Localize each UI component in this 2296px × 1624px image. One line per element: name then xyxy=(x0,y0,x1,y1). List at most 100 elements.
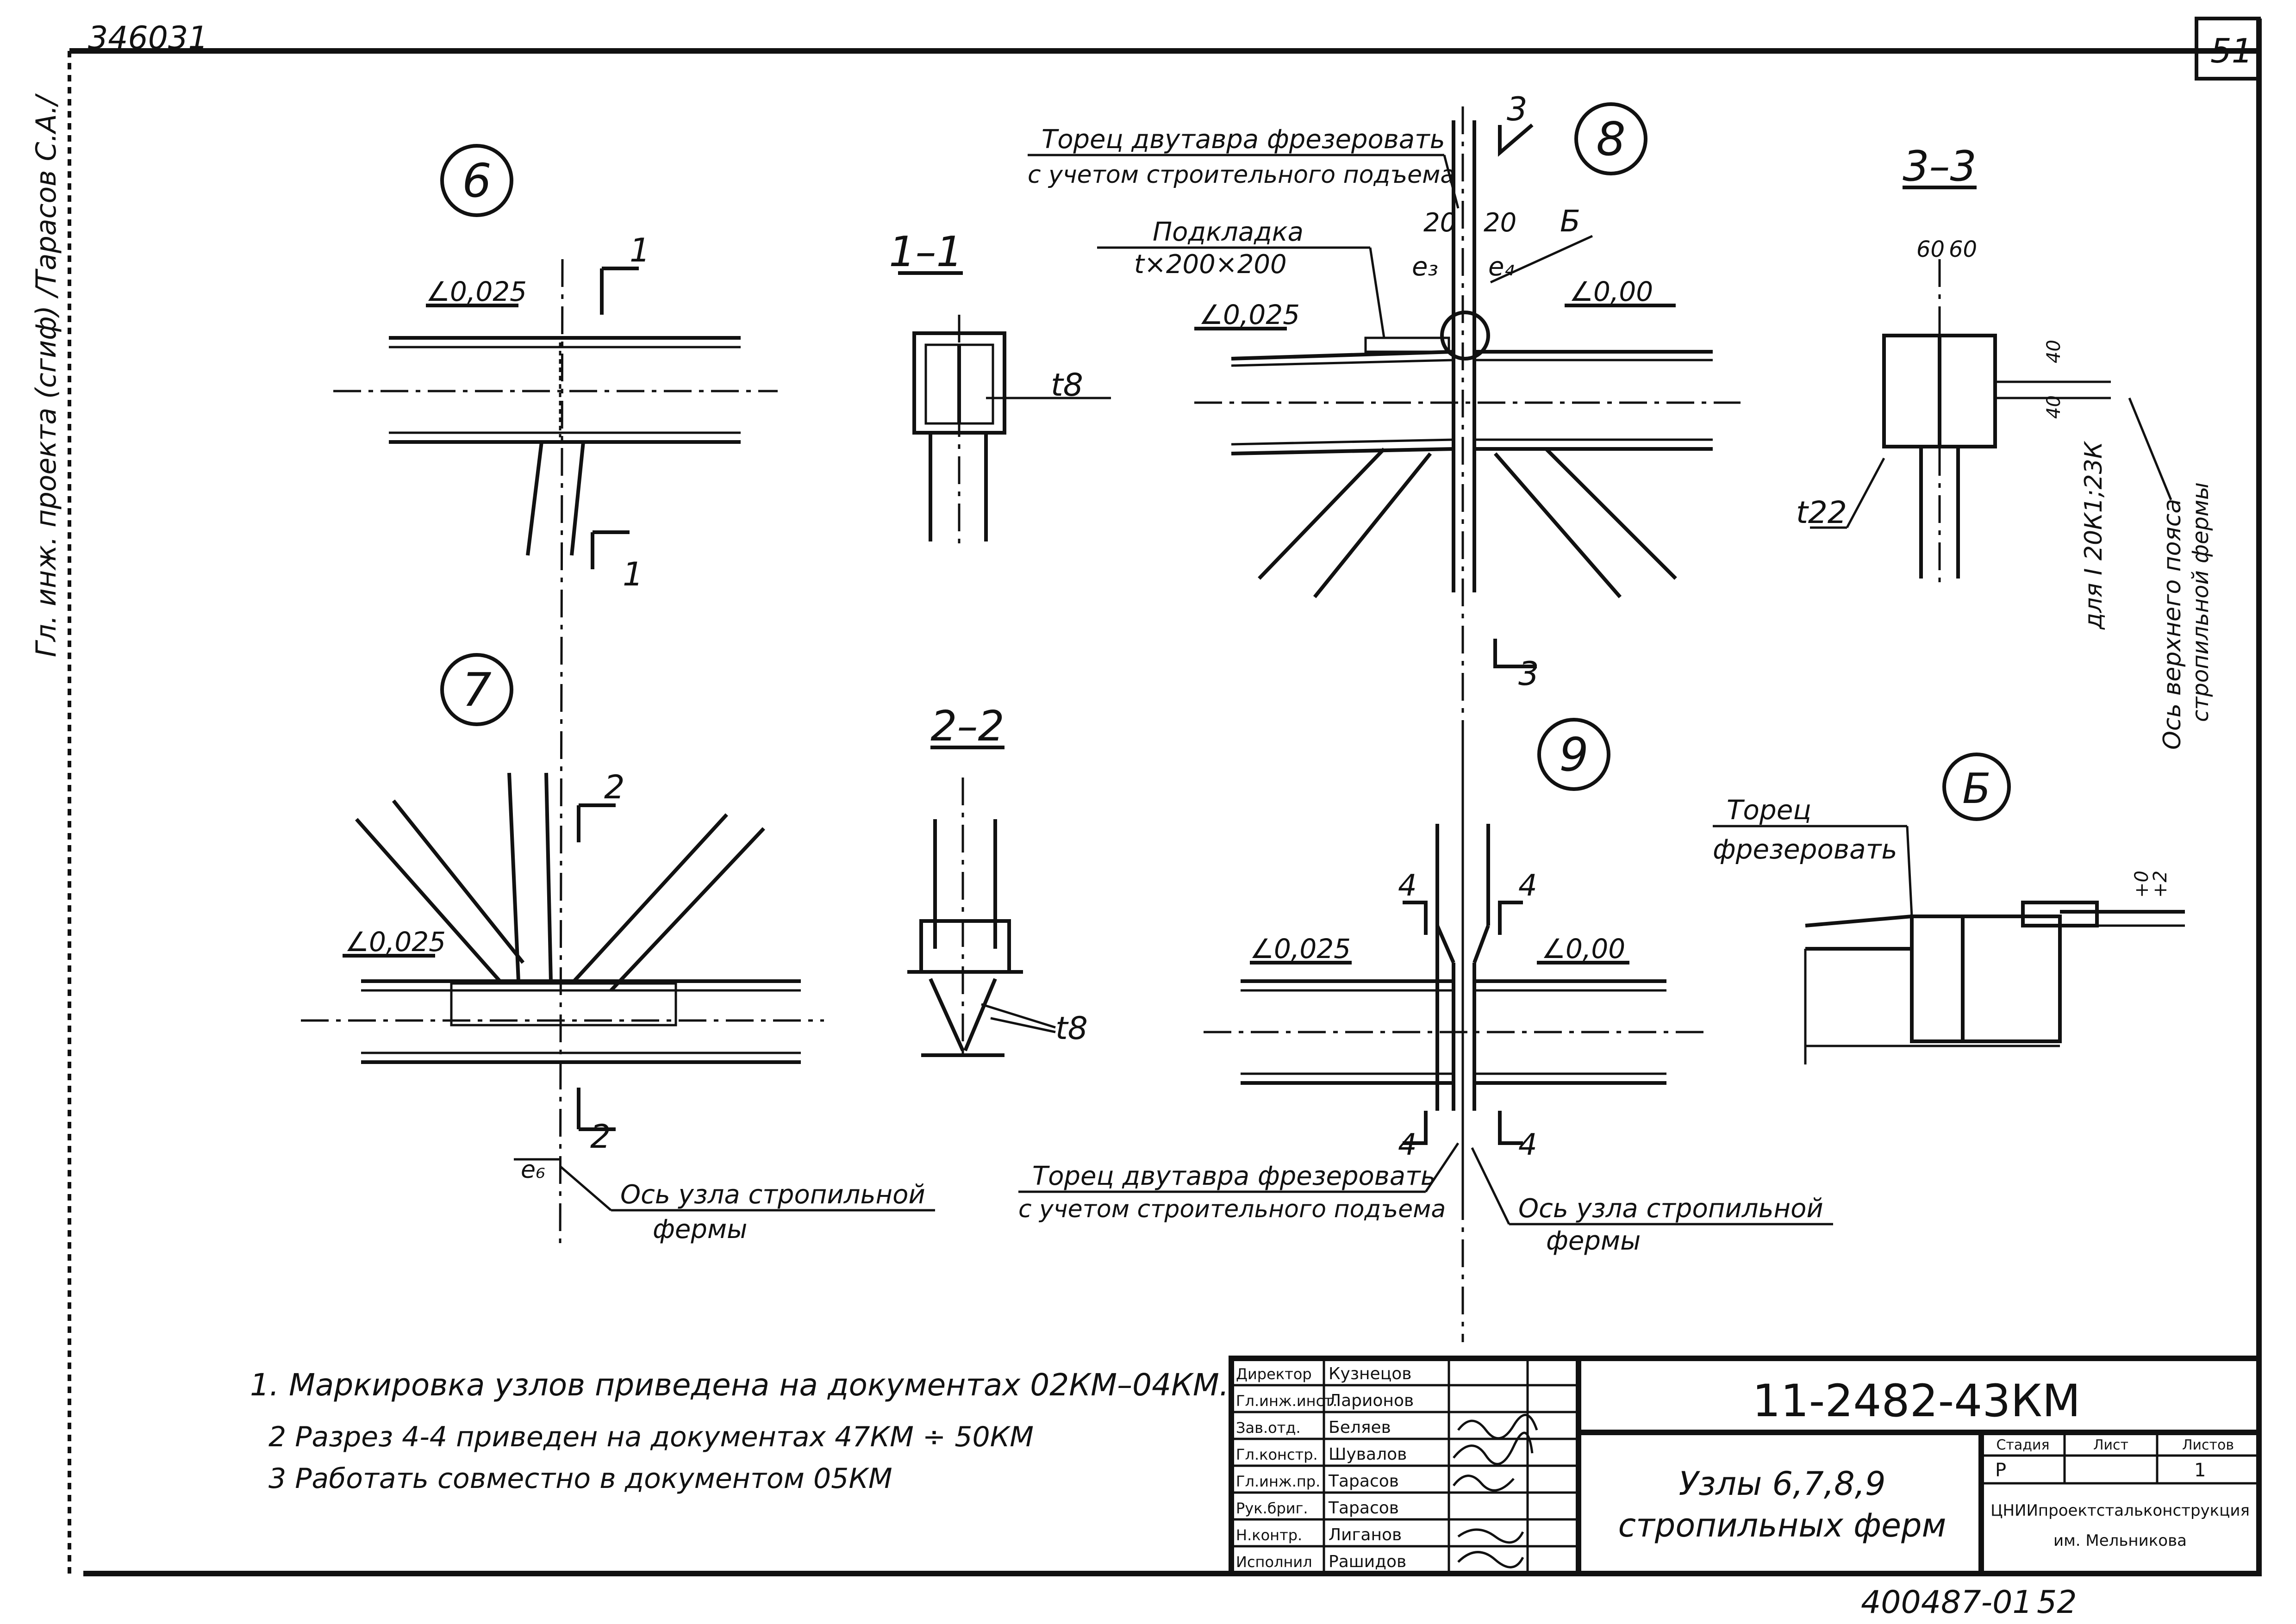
e6-label: e₆ xyxy=(521,1156,545,1184)
axis-node-left-line1: Ось узла стропильной xyxy=(620,1180,925,1210)
dim20-right: 20 xyxy=(1484,208,1516,238)
sig-role-1: Директор xyxy=(1236,1365,1312,1383)
org-line1: ЦНИИпроектстальконструкция xyxy=(1990,1501,2250,1520)
dim40-top: 40 xyxy=(2043,340,2065,363)
for-i-label: для I 20К1;23К xyxy=(2080,441,2108,630)
sig-name-1: Кузнецов xyxy=(1329,1364,1411,1383)
doc-code: 11-2482-43КМ xyxy=(1753,1375,2081,1427)
sheet-header: Лист xyxy=(2093,1437,2128,1453)
archive-number: 346031 xyxy=(88,20,208,56)
node-7-label: 7 xyxy=(462,663,492,717)
node-6-label: 6 xyxy=(462,154,492,208)
signature-scribble-4 xyxy=(1457,1528,1524,1544)
node-7-drawing: 7 ∠0,025 2 2 e₆ Ось узла стропильной фер… xyxy=(301,653,935,1244)
cut-1-top: 1 xyxy=(630,231,650,269)
cut-4-top-left: 4 xyxy=(1398,869,1417,903)
stage-header: Стадия xyxy=(1996,1437,2049,1453)
sig-name-4: Шувалов xyxy=(1329,1445,1407,1464)
bottom-page: 52 xyxy=(2037,1584,2077,1621)
slope-node7: ∠0,025 xyxy=(345,926,446,958)
cut-2-bottom: 2 xyxy=(590,1118,611,1156)
dim20-left: 20 xyxy=(1423,208,1456,238)
node-b-label: Б xyxy=(1962,765,1991,813)
t22-label: t22 xyxy=(1796,495,1847,530)
section-2-2: 2–2 t8 xyxy=(907,702,1088,1060)
cut-4-bottom-right: 4 xyxy=(1518,1128,1537,1162)
upper-chord-axis-line2: стропильной фермы xyxy=(2188,482,2214,722)
note-2: 2 Разрез 4-4 приведен на документах 47КМ… xyxy=(268,1421,1034,1453)
node-8-label: 8 xyxy=(1596,112,1626,166)
sheets-header: Листов xyxy=(2182,1437,2234,1453)
stage-value: Р xyxy=(1995,1460,2006,1481)
dim40-bottom: 40 xyxy=(2043,395,2065,419)
t8-section-2-2: t8 xyxy=(1055,1010,1088,1047)
title-line1: Узлы 6,7,8,9 xyxy=(1678,1465,1885,1503)
slope-node8-left: ∠0,025 xyxy=(1199,299,1300,330)
sig-name-6: Тарасов xyxy=(1328,1499,1399,1518)
node-6-drawing: 6 1 1 ∠0,025 xyxy=(333,144,778,1250)
notes-block: 1. Маркировка узлов приведена на докумен… xyxy=(250,1367,1229,1495)
sig-name-8: Рашидов xyxy=(1329,1552,1406,1571)
sig-name-7: Лиганов xyxy=(1329,1525,1402,1544)
section-1-1-title: 1–1 xyxy=(889,228,963,276)
e3-label: e₃ xyxy=(1412,252,1438,282)
sig-name-5: Тарасов xyxy=(1328,1472,1399,1491)
tol-plus2: +2 xyxy=(2150,871,2171,898)
sig-name-3: Беляев xyxy=(1329,1418,1391,1437)
bottom-code: 400487-01 xyxy=(1861,1584,2033,1621)
mill-end-bottom-line1: Торец двутавра фрезеровать xyxy=(1032,1161,1436,1191)
dim60-right: 60 xyxy=(1949,236,1977,262)
section-2-2-title: 2–2 xyxy=(930,702,1004,751)
tol-plus0: +0 xyxy=(2131,871,2152,898)
cut-4-bottom-left: 4 xyxy=(1398,1128,1417,1162)
cut-2-top: 2 xyxy=(604,768,625,806)
node-9-label: 9 xyxy=(1559,728,1589,782)
t8-section-1-1: t8 xyxy=(1051,367,1083,404)
axis-node-left-line2: фермы xyxy=(653,1214,747,1244)
sig-role-8: Исполнил xyxy=(1236,1553,1312,1571)
b-mark: Б xyxy=(1560,205,1580,239)
sig-role-3: Зав.отд. xyxy=(1236,1419,1301,1437)
title-block: 11-2482-43КМ Узлы 6,7,8,9 стропильных фе… xyxy=(1229,1356,2262,1576)
title-line2: стропильных ферм xyxy=(1618,1506,1947,1544)
cut-1-bottom: 1 xyxy=(623,555,643,593)
mill-b-line2: фрезеровать xyxy=(1713,834,1897,865)
section-3-3: 3–3 60 60 40 40 t22 для I 20К1;23К Ось в… xyxy=(1796,142,2214,750)
sig-name-2: Ларионов xyxy=(1329,1391,1414,1410)
pad-line2: t×200×200 xyxy=(1134,249,1287,280)
node-8-drawing: 8 ∠0,025 ∠0,00 20 20 e₃ e₄ Б xyxy=(1028,90,1741,1342)
axis-node-right-line1: Ось узла стропильной xyxy=(1518,1194,1823,1224)
sig-role-4: Гл.констр. xyxy=(1236,1446,1318,1463)
slope-node9-left: ∠0,025 xyxy=(1250,933,1351,964)
slope-node8-right: ∠0,00 xyxy=(1569,276,1653,307)
sig-role-2: Гл.инж.инст. xyxy=(1236,1392,1337,1410)
sig-role-6: Рук.бриг. xyxy=(1236,1500,1308,1517)
pad-line1: Подкладка xyxy=(1153,217,1304,247)
signature-scribble-2 xyxy=(1453,1431,1534,1465)
note-1: 1. Маркировка узлов приведена на докумен… xyxy=(250,1367,1229,1403)
section-1-1: 1–1 t8 xyxy=(889,228,1111,546)
mill-end-top-line2: с учетом строительного подъема xyxy=(1028,161,1455,189)
org-line2: им. Мельникова xyxy=(2053,1531,2187,1550)
mill-b-line1: Торец xyxy=(1727,794,1811,826)
sig-role-7: Н.контр. xyxy=(1236,1526,1302,1544)
slope-node6: ∠0,025 xyxy=(426,276,527,307)
note-3: 3 Работать совместно в документом 05КМ xyxy=(268,1462,892,1495)
sheet-value: 1 xyxy=(2194,1460,2206,1481)
section-3-3-title: 3–3 xyxy=(1903,142,1977,191)
signature-scribble-1 xyxy=(1457,1414,1538,1440)
signature-scribble-3 xyxy=(1453,1475,1515,1492)
page-number: 51 xyxy=(2210,31,2253,70)
side-stamp: Гл. инж. проекта (сгиф) /Тарасов С.А./ xyxy=(30,93,62,657)
node-9-drawing: 9 ∠0,025 ∠0,00 4 4 4 4 Торец двутавра фр… xyxy=(1018,718,1833,1256)
upper-chord-axis-line1: Ось верхнего пояса xyxy=(2159,499,2186,750)
sig-role-5: Гл.инж.пр. xyxy=(1236,1473,1320,1490)
dim60-left: 60 xyxy=(1916,236,1945,262)
signature-scribble-5 xyxy=(1457,1551,1524,1568)
node-b-drawing: Б Торец фрезеровать +0 +2 xyxy=(1713,753,2185,1064)
axis-node-right-line2: фермы xyxy=(1546,1226,1641,1256)
mill-end-bottom-line2: с учетом строительного подъема xyxy=(1018,1195,1446,1223)
slope-node9-right: ∠0,00 xyxy=(1541,933,1625,964)
cut-3-top: 3 xyxy=(1507,90,1528,128)
